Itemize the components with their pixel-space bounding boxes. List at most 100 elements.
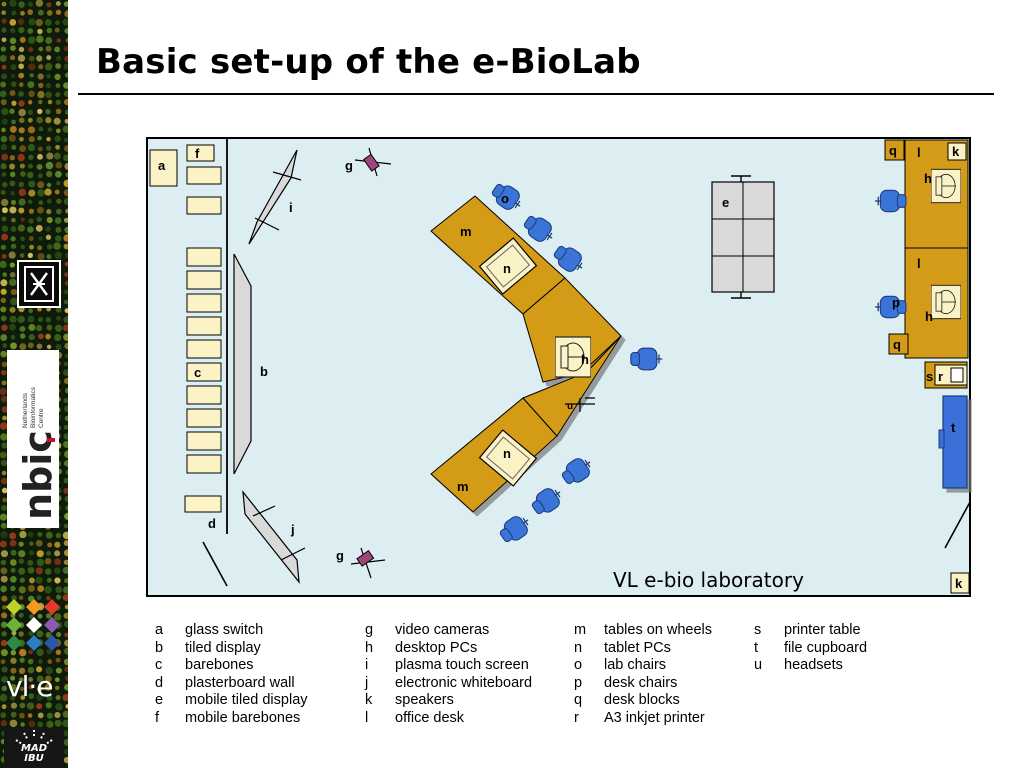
microarray-spot [36,216,42,223]
room-label: VL e-bio laboratory [613,568,804,592]
microarray-spot [20,236,25,242]
microarray-spot [46,170,53,178]
microarray-spot [19,325,26,332]
microarray-spot [28,323,36,331]
university-logo [17,260,61,308]
barebone-unit [186,454,222,474]
microarray-spot [55,703,63,711]
microarray-spot [27,117,33,123]
microarray-spot [37,316,44,323]
microarray-spot [45,666,53,675]
microarray-spot [18,667,26,675]
microarray-spot [28,180,36,188]
microarray-spot [63,540,68,546]
microarray-spot [36,343,43,350]
microarray-spot [46,244,53,250]
microarray-spot [27,126,36,134]
microarray-spot [9,539,17,547]
whiteboard-stand [280,547,306,561]
microarray-spot [36,116,43,124]
barebone-unit [186,431,222,451]
floor-plan: a f c d b i j g g m m [146,137,971,597]
microarray-spot [54,324,63,332]
legend-text: printer table [784,622,861,638]
legend-text: mobile tiled display [185,692,308,708]
microarray-spot [63,90,68,97]
legend-text: plasterboard wall [185,674,295,691]
microarray-spot [18,63,24,70]
microarray-spot [0,260,7,269]
microarray-spot [54,189,60,195]
microarray-spot [62,719,68,728]
microarray-spot [64,342,68,350]
microarray-spot [44,568,52,575]
microarray-spot [1,181,8,188]
madibu-emblem-icon [15,730,53,745]
microarray-spot [1,73,8,80]
mobile-barebone-unit [186,196,222,215]
microarray-spot [18,108,26,117]
microarray-spot [64,28,68,34]
sidebar: Netherlands Bioinformatics Centre nbic v… [0,0,68,768]
microarray-spot [27,342,34,349]
microarray-spot [63,559,68,565]
microarray-spot [1,233,9,241]
microarray-spot [11,217,16,223]
marker-h: h [581,352,589,367]
microarray-spot [29,614,34,619]
microarray-spot [10,702,18,709]
microarray-spot [63,1,68,7]
microarray-spot [29,73,34,78]
legend-key: e [155,692,164,708]
microarray-spot [45,531,53,539]
mobile-tiled-display [711,175,775,299]
microarray-spot [20,244,25,250]
microarray-spot [46,254,52,260]
microarray-spot [9,18,17,26]
microarray-spot [29,541,34,546]
microarray-spot [63,549,68,557]
barebone-unit [186,339,222,359]
microarray-spot [46,613,52,619]
microarray-spot [19,530,27,539]
microarray-spot [9,532,17,540]
microarray-spot [64,109,68,115]
legend-text: glass switch [185,622,264,638]
microarray-spot [64,647,68,655]
microarray-spot [37,135,42,141]
microarray-spot [9,163,16,170]
microarray-spot [38,99,43,105]
legend-text: file cupboard [784,639,868,656]
legend-key: c [155,657,163,673]
microarray-spot [45,82,52,89]
speaker-top [947,142,967,161]
microarray-spot [38,46,44,52]
legend-key: l [365,709,369,726]
microarray-spot [62,586,68,594]
microarray-spot [10,334,16,340]
microarray-spot [0,395,8,403]
microarray-spot [27,100,33,105]
microarray-spot [11,144,17,150]
microarray-spot [63,63,68,70]
microarray-spot [64,604,68,610]
microarray-spot [55,226,62,233]
microarray-spot [1,127,6,133]
microarray-spot [64,495,68,502]
microarray-spot [64,10,68,18]
microarray-spot [63,179,68,188]
legend-key: u [754,657,763,673]
microarray-spot [1,595,8,602]
barebone-unit [186,293,222,313]
microarray-spot [9,272,16,278]
marker-j: j [290,522,295,537]
microarray-spot [37,73,44,80]
microarray-spot [37,585,45,592]
microarray-spot [28,693,35,699]
microarray-spot [0,135,8,143]
microarray-spot [54,20,60,26]
microarray-spot [63,632,68,638]
